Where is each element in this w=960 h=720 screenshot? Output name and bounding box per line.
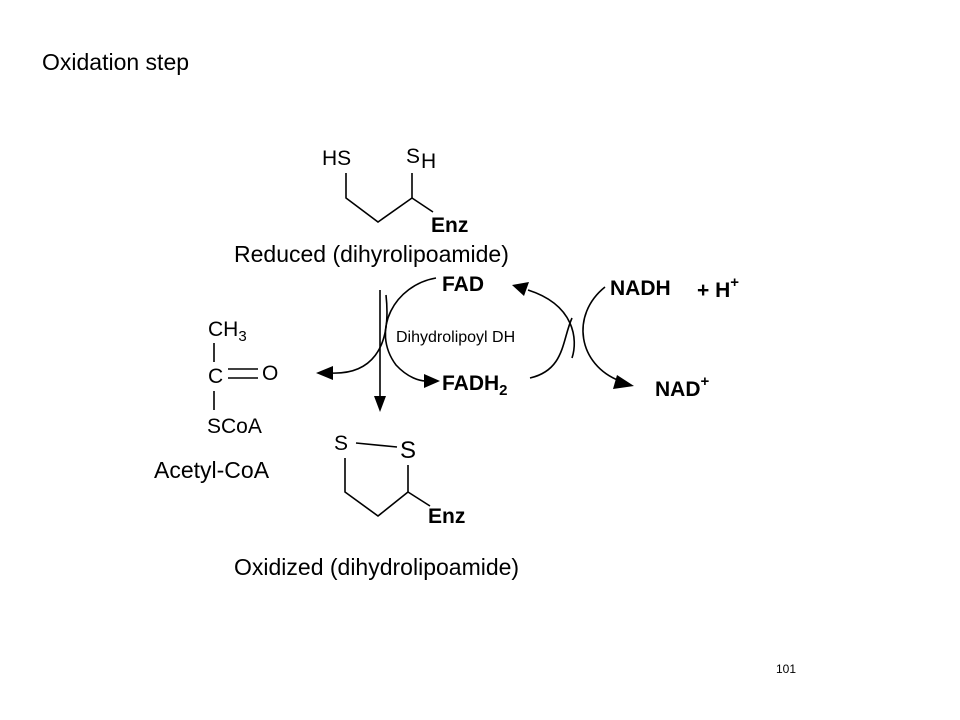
disulfide-s-right: S — [400, 437, 416, 464]
nad-arc-top-head — [512, 282, 529, 296]
acetyl-coa-caption: Acetyl-CoA — [154, 457, 270, 483]
page-number: 101 — [776, 662, 796, 676]
fad-label: FAD — [442, 273, 484, 296]
oxidized-enz-label: Enz — [428, 505, 465, 528]
reduced-enz-label: Enz — [431, 214, 468, 237]
curve-to-acetylcoa-head — [316, 366, 333, 380]
nad-arc-bottom — [529, 317, 573, 379]
nadh-label: NADH — [610, 277, 671, 300]
reduced-lipoamide-structure: HS S H Enz — [322, 145, 468, 237]
slide-title: Oxidation step — [42, 49, 189, 75]
plus-h-label: + H+ — [697, 274, 739, 302]
oxidized-lipoamide-structure: S S Enz — [334, 432, 465, 528]
thiol-h-label: H — [421, 150, 436, 173]
nadh-to-nad-head — [613, 375, 634, 389]
reaction-arrows — [316, 277, 634, 412]
carbonyl-c-label: C — [208, 365, 223, 388]
fad-to-fadh2-head — [424, 374, 440, 388]
disulfide-bond — [355, 442, 398, 448]
nad-arc-top — [527, 289, 575, 359]
vertical-arrow-head — [374, 396, 386, 412]
oxygen-label: O — [262, 362, 278, 385]
nad-plus-label: NAD+ — [655, 373, 710, 401]
enzyme-label: Dihydrolipoyl DH — [396, 329, 515, 346]
reduced-caption: Reduced (dihyrolipoamide) — [234, 241, 509, 267]
ch3-label: CH3 — [208, 318, 247, 345]
fad-to-fadh2-curve — [384, 277, 437, 382]
nadh-to-nad-curve — [582, 286, 621, 382]
scoa-label: SCoA — [207, 415, 262, 438]
acetyl-coa-structure: CH3 C O SCoA — [207, 318, 278, 438]
fadh2-label: FADH2 — [442, 372, 508, 399]
curve-to-acetylcoa — [329, 294, 388, 374]
oxidized-caption: Oxidized (dihydrolipoamide) — [234, 554, 519, 580]
oxidized-ring-bonds — [344, 458, 409, 518]
disulfide-s-left: S — [334, 432, 348, 455]
reduced-enz-bond — [411, 197, 434, 213]
oxidized-enz-bond — [407, 491, 431, 507]
thiol-s-label: S — [406, 145, 420, 168]
thiol-hs-label: HS — [322, 147, 351, 170]
reduced-chain-bonds — [345, 173, 413, 223]
